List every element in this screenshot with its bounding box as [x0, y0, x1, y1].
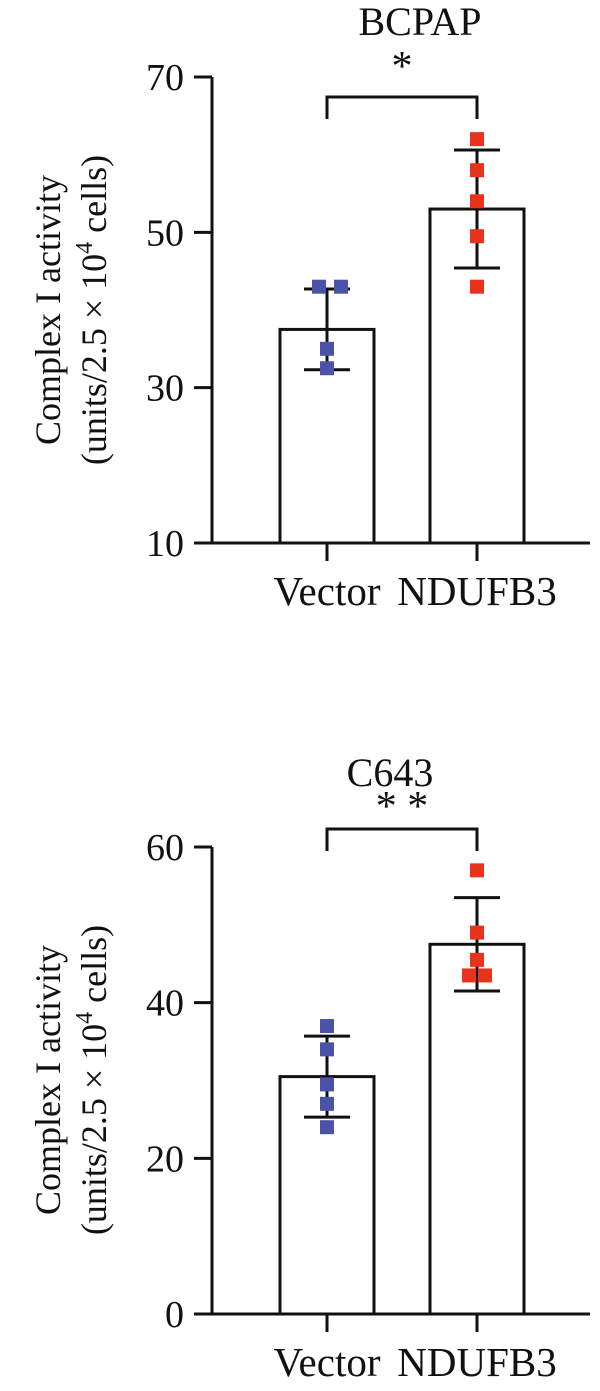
data-point	[470, 863, 484, 878]
y-tick-label: 60	[146, 827, 184, 869]
y-axis-label-sup: 4	[72, 1012, 98, 1024]
significance-bracket	[325, 95, 479, 119]
x-tick-label: Vector	[273, 568, 380, 614]
bar-ndufb3	[428, 942, 526, 1316]
y-axis-label-post: cells)	[74, 155, 114, 242]
y-tick-label: 20	[146, 1138, 184, 1180]
significance-label: *	[392, 44, 413, 90]
data-point	[470, 132, 484, 147]
y-axis-label-line2: (units/2.5 × 104 cells)	[72, 155, 114, 465]
data-point	[470, 279, 484, 294]
data-point	[320, 1120, 334, 1135]
y-axis-label-pre: (units/2.5 × 10	[74, 254, 114, 465]
y-tick-label: 30	[146, 368, 184, 410]
data-point	[462, 968, 476, 983]
x-tick-label: Vector	[273, 1339, 380, 1385]
y-axis-label-line2: (units/2.5 × 104 cells)	[72, 925, 114, 1235]
y-tick-label: 10	[146, 523, 184, 565]
data-point	[470, 194, 484, 209]
y-axis-label-sup: 4	[72, 242, 98, 254]
data-point	[470, 952, 484, 967]
y-tick-label: 50	[146, 212, 184, 254]
panel-bcpap: BCPAP Complex I activity (units/2.5 × 10…	[28, 0, 590, 614]
y-axis-label-line1: Complex I activity	[28, 175, 68, 445]
data-point	[470, 925, 484, 940]
y-axis-title: Complex I activity (units/2.5 × 104 cell…	[28, 925, 114, 1235]
panel-c643: C643 Complex I activity (units/2.5 × 104…	[28, 750, 590, 1385]
data-point	[320, 1042, 334, 1057]
data-point	[320, 1019, 334, 1034]
data-point	[320, 341, 334, 356]
data-point	[320, 361, 334, 376]
chart-title: BCPAP	[358, 0, 481, 44]
x-tick-label: NDUFB3	[397, 568, 556, 614]
y-axis-title: Complex I activity (units/2.5 × 104 cell…	[28, 155, 114, 465]
data-point	[312, 279, 326, 294]
x-tick-label: NDUFB3	[397, 1339, 556, 1385]
y-axis-label-pre: (units/2.5 × 10	[74, 1024, 114, 1235]
significance-label: * *	[376, 784, 429, 830]
data-point	[478, 968, 492, 983]
data-point	[320, 1096, 334, 1111]
y-tick-label: 0	[165, 1294, 184, 1336]
significance-bracket	[325, 827, 479, 851]
y-axis-label-post: cells)	[74, 925, 114, 1012]
data-point	[334, 279, 348, 294]
y-axis-label-line1: Complex I activity	[28, 945, 68, 1215]
data-point	[470, 163, 484, 178]
data-point	[320, 1077, 334, 1092]
data-point	[470, 229, 484, 244]
y-tick-label: 70	[146, 57, 184, 99]
chart-title: C643	[347, 750, 434, 795]
y-tick-label: 40	[146, 983, 184, 1025]
